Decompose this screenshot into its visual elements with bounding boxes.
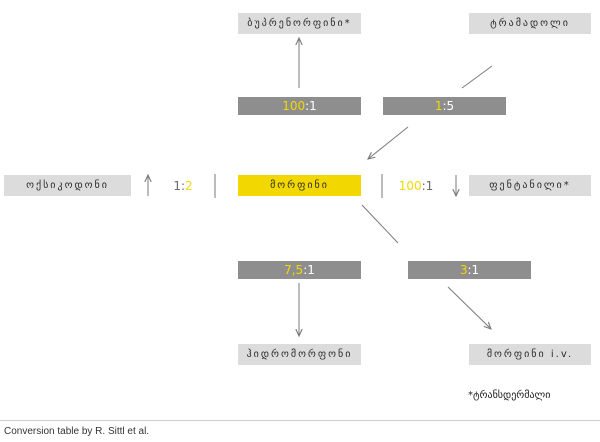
ratio-buprenorphine-left: 100 <box>282 99 306 113</box>
ratio-buprenorphine: 100:1 <box>238 97 361 115</box>
ratio-morphine-iv-left: 3 <box>459 263 468 277</box>
ratio-hydromorphone: 7,5:1 <box>238 261 361 279</box>
node-buprenorphine: ბუპრენორფინი* <box>238 13 361 34</box>
node-hydromorphone-label: ჰიდრომორფონი <box>246 349 353 360</box>
node-tramadol: ტრამადოლი <box>469 13 591 34</box>
ratio-hydromorphone-sep: : <box>303 263 308 277</box>
ratio-tramadol-left: 1 <box>434 99 443 113</box>
node-oxycodone-label: ოქსიკოდონი <box>26 180 109 191</box>
ratio-hydromorphone-right: 1 <box>307 263 315 277</box>
ratio-buprenorphine-right: 1 <box>309 99 317 113</box>
ratio-oxycodone: 1:2 <box>162 177 204 195</box>
ratio-morphine-iv: 3:1 <box>408 261 531 279</box>
ratio-tramadol: 1:5 <box>383 97 506 115</box>
node-buprenorphine-label: ბუპრენორფინი* <box>247 18 352 29</box>
arrow-to-morphine-from-tramadol <box>368 126 409 159</box>
ratio-fentanyl-right: 1 <box>425 179 434 193</box>
node-fentanyl-label: ფენტანილი* <box>489 180 571 191</box>
ratio-fentanyl-sep: : <box>421 179 426 193</box>
transdermal-footnote: *ტრანსდერმალი <box>468 390 551 401</box>
ratio-fentanyl: 100:1 <box>393 177 439 195</box>
node-tramadol-label: ტრამადოლი <box>490 18 570 29</box>
arrow-to-morphine-iv <box>447 286 491 329</box>
ratio-oxycodone-sep: : <box>180 179 186 193</box>
ratio-tramadol-sep: : <box>442 99 447 113</box>
ratio-buprenorphine-sep: : <box>305 99 310 113</box>
line-morphine-iv-diagonal <box>361 204 399 244</box>
ratio-oxycodone-left: 1 <box>173 179 181 193</box>
ratio-morphine-iv-sep: : <box>467 263 472 277</box>
footer-divider <box>0 420 600 421</box>
node-hydromorphone: ჰიდრომორფონი <box>238 344 361 365</box>
ratio-fentanyl-left: 100 <box>398 179 422 193</box>
node-morphine-iv: მორფინი i.v. <box>469 344 591 365</box>
node-morphine: მორფინი <box>238 175 361 196</box>
ratio-tramadol-right: 5 <box>446 99 455 113</box>
node-fentanyl: ფენტანილი* <box>469 175 591 196</box>
ratio-hydromorphone-left: 7,5 <box>284 263 304 277</box>
footer-credit: Conversion table by R. Sittl et al. <box>4 426 150 437</box>
ratio-oxycodone-right: 2 <box>185 179 193 193</box>
node-morphine-iv-label: მორფინი i.v. <box>486 349 574 360</box>
node-oxycodone: ოქსიკოდონი <box>4 175 131 196</box>
ratio-morphine-iv-right: 1 <box>471 263 480 277</box>
line-tramadol-diagonal <box>461 65 493 89</box>
node-morphine-label: მორფინი <box>270 180 329 191</box>
